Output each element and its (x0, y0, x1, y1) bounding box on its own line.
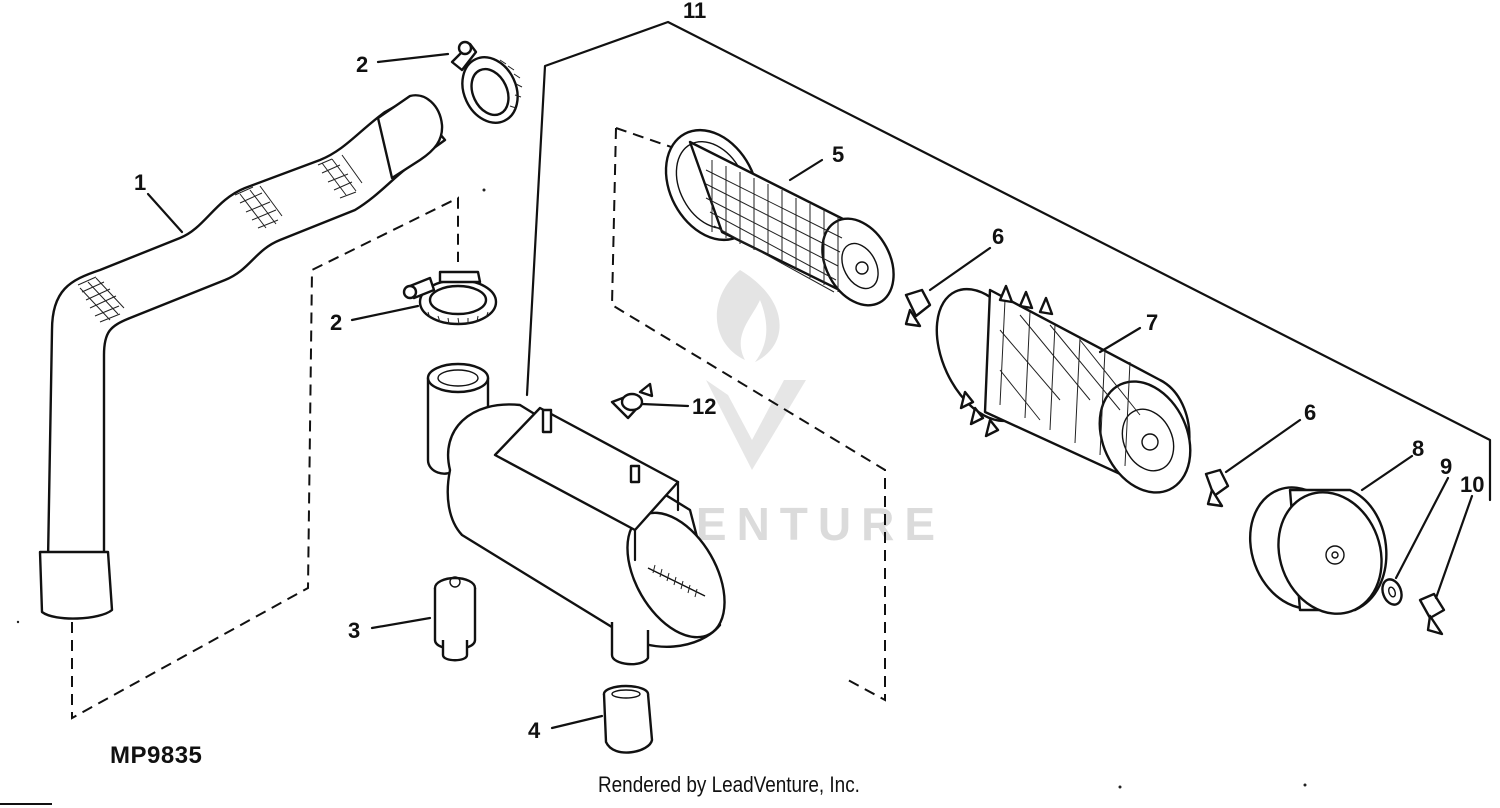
air-cleaner-body (426, 362, 726, 666)
callout-10: 10 (1460, 472, 1484, 497)
callout-8: 8 (1412, 436, 1424, 461)
cover-part (1248, 486, 1388, 615)
credit-text: Rendered by LeadVenture, Inc. (598, 772, 860, 797)
washer-part (1381, 578, 1403, 606)
callout-5: 5 (832, 142, 844, 167)
leader-lines (146, 52, 1474, 730)
filter-pleats (999, 299, 1141, 467)
callout-11: 11 (683, 0, 706, 23)
callout-7: 7 (1146, 310, 1158, 335)
callout-12: 12 (692, 394, 716, 419)
callout-1: 1 (134, 170, 146, 195)
callouts: 1 2 2 3 4 5 6 6 7 8 9 10 11 12 (134, 0, 1484, 743)
wing-nut-12 (610, 382, 654, 420)
wing-nut-10 (1418, 592, 1446, 636)
primary-filter (664, 128, 895, 307)
filter-mesh (705, 160, 843, 293)
wing-nut-6-lower (1204, 468, 1230, 508)
valve-part (433, 576, 477, 662)
scan-specks (16, 188, 1307, 789)
callout-9: 9 (1440, 454, 1452, 479)
hose-part (38, 94, 447, 620)
clamp-top (450, 40, 523, 124)
callout-6-lower: 6 (1304, 400, 1316, 425)
secondary-filter (935, 284, 1192, 494)
callout-4: 4 (528, 718, 541, 743)
callout-2-lower: 2 (330, 310, 342, 335)
hose-mesh-1 (77, 276, 125, 323)
hose-mesh-3 (317, 154, 363, 199)
callout-3: 3 (348, 618, 360, 643)
cap-part (602, 684, 654, 754)
diagram-code: MP9835 (110, 742, 203, 769)
clamp-lower (402, 270, 498, 326)
wing-nut-6-upper (904, 288, 932, 328)
guide-lines (71, 127, 886, 720)
callout-2-top: 2 (356, 52, 368, 77)
callout-6-upper: 6 (992, 224, 1004, 249)
assembly-bracket (525, 20, 1492, 502)
hose-mesh-2 (234, 185, 283, 229)
filter-fins (959, 284, 1054, 438)
